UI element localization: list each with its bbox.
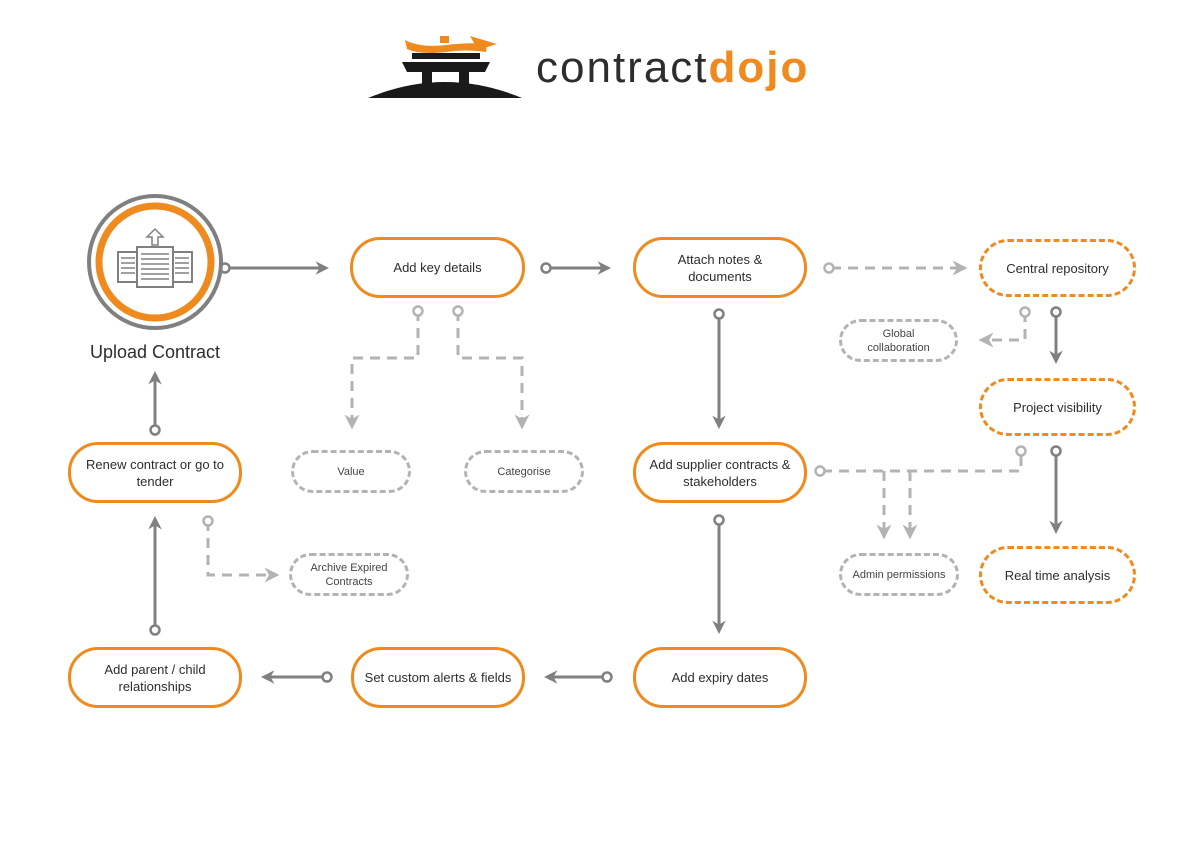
- renew-contract-node[interactable]: Renew contract or go to tender: [68, 442, 242, 503]
- set-custom-alerts-node[interactable]: Set custom alerts & fields: [351, 647, 525, 708]
- attach-notes-node[interactable]: Attach notes & documents: [633, 237, 807, 298]
- value-node[interactable]: Value: [291, 450, 411, 493]
- categorise-node[interactable]: Categorise: [464, 450, 584, 493]
- real-time-analysis-node[interactable]: Real time analysis: [979, 546, 1136, 604]
- add-key-details-node[interactable]: Add key details: [350, 237, 525, 298]
- upload-document-icon: [117, 227, 193, 288]
- dashed-connectors: [206, 260, 1027, 583]
- project-visibility-node[interactable]: Project visibility: [979, 378, 1136, 436]
- central-repository-node[interactable]: Central repository: [979, 239, 1136, 297]
- archive-expired-node[interactable]: Archive Expired Contracts: [289, 553, 409, 596]
- logo-wordmark: contractdojo: [536, 38, 809, 98]
- logo-text-bold: dojo: [708, 43, 810, 92]
- dashed-connector-dots: [202, 262, 1031, 527]
- solid-connector-dots: [149, 262, 1062, 683]
- pagoda-gate-logo-icon: [368, 36, 522, 98]
- logo-text-light: contract: [536, 43, 709, 92]
- global-collaboration-node[interactable]: Global collaboration: [839, 319, 958, 362]
- add-supplier-contracts-node[interactable]: Add supplier contracts & stakeholders: [633, 442, 807, 503]
- upload-contract-label[interactable]: Upload Contract: [89, 342, 221, 362]
- add-parent-child-node[interactable]: Add parent / child relationships: [68, 647, 242, 708]
- solid-connectors: [148, 261, 1063, 684]
- add-expiry-dates-node[interactable]: Add expiry dates: [633, 647, 807, 708]
- admin-permissions-node[interactable]: Admin permissions: [839, 553, 959, 596]
